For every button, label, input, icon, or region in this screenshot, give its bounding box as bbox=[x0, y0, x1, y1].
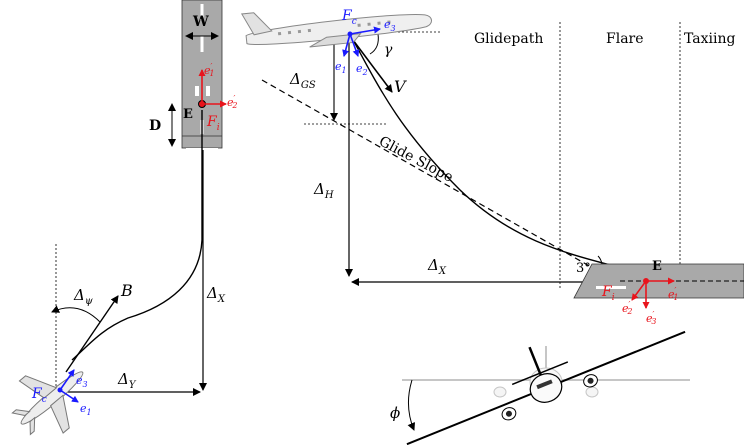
side-view: Glidepath Flare Taxiing Glide Slope V γ … bbox=[240, 8, 744, 326]
ground-trajectory bbox=[71, 110, 203, 361]
aircraft-axis-e3-label: e3 bbox=[76, 374, 88, 389]
runway-frame-label: Fi bbox=[206, 114, 220, 133]
runway-axis-e1p-side-label: e′1 bbox=[668, 286, 678, 302]
width-label: W bbox=[192, 14, 209, 30]
touch-point-side-label: E bbox=[652, 259, 662, 274]
gamma-arc bbox=[369, 33, 379, 55]
phase-glidepath-label: Glidepath bbox=[474, 31, 543, 47]
glide-angle-label: 3° bbox=[576, 261, 591, 276]
delta-y-label: ΔY bbox=[117, 370, 137, 391]
heading-label: B bbox=[120, 281, 133, 300]
runway-frame-side-label: Fi bbox=[601, 284, 615, 303]
roll-arc bbox=[407, 379, 416, 431]
aircraft-top-view bbox=[11, 371, 84, 436]
aircraft-side-axis-e2 bbox=[349, 33, 360, 57]
distance-label: D bbox=[149, 118, 161, 134]
aircraft-axis-e1-label: e1 bbox=[80, 402, 92, 417]
aircraft-side-axis-e3-label: e3 bbox=[384, 18, 396, 33]
aircraft-axis-e3 bbox=[59, 369, 75, 391]
aircraft-side-axis-e2-label: e2 bbox=[356, 62, 368, 77]
runway-axis-e3p-side-label: e′3 bbox=[646, 310, 656, 326]
roll-label: ϕ bbox=[390, 404, 400, 422]
gamma-label: γ bbox=[384, 42, 393, 58]
banked-aircraft bbox=[406, 330, 686, 445]
aircraft-axis-e1 bbox=[59, 389, 79, 403]
runway-axis-e2p-side-label: e′2 bbox=[622, 300, 632, 316]
aircraft-side-axis-e3 bbox=[349, 26, 381, 35]
glide-slope-line bbox=[261, 79, 615, 281]
front-view: ϕ bbox=[390, 330, 690, 445]
aircraft-frame-label: Fc bbox=[31, 386, 47, 405]
runway-axis-e1p-label: e′1 bbox=[204, 62, 214, 78]
velocity-label: V bbox=[394, 77, 407, 96]
phase-flare-label: Flare bbox=[606, 31, 644, 47]
heading-arrow bbox=[65, 295, 119, 373]
delta-h-label: ΔH bbox=[313, 180, 334, 201]
aircraft-side-frame-label: Fc bbox=[341, 8, 357, 27]
aircraft-side-axis-e1 bbox=[342, 33, 351, 57]
velocity-arrow bbox=[349, 35, 393, 93]
delta-psi-arc bbox=[51, 305, 101, 323]
touch-point-label: E bbox=[183, 107, 193, 122]
aircraft-side-axis-e1-label: e1 bbox=[335, 60, 347, 75]
delta-x-side-label: ΔX bbox=[427, 256, 447, 277]
phase-taxiing-label: Taxiing bbox=[684, 31, 735, 47]
delta-psi-label: Δψ bbox=[73, 286, 93, 307]
delta-x-top-label: ΔX bbox=[206, 284, 226, 305]
delta-gs-label: ΔGS bbox=[289, 70, 316, 91]
runway-axis-e2p-label: e′2 bbox=[227, 94, 237, 110]
runway-axis-e2p-side bbox=[631, 280, 647, 301]
aircraft-side-view bbox=[240, 12, 432, 48]
top-view: W D E e′1 e′2 Fi ΔX ΔY B Δψ bbox=[11, 0, 237, 436]
